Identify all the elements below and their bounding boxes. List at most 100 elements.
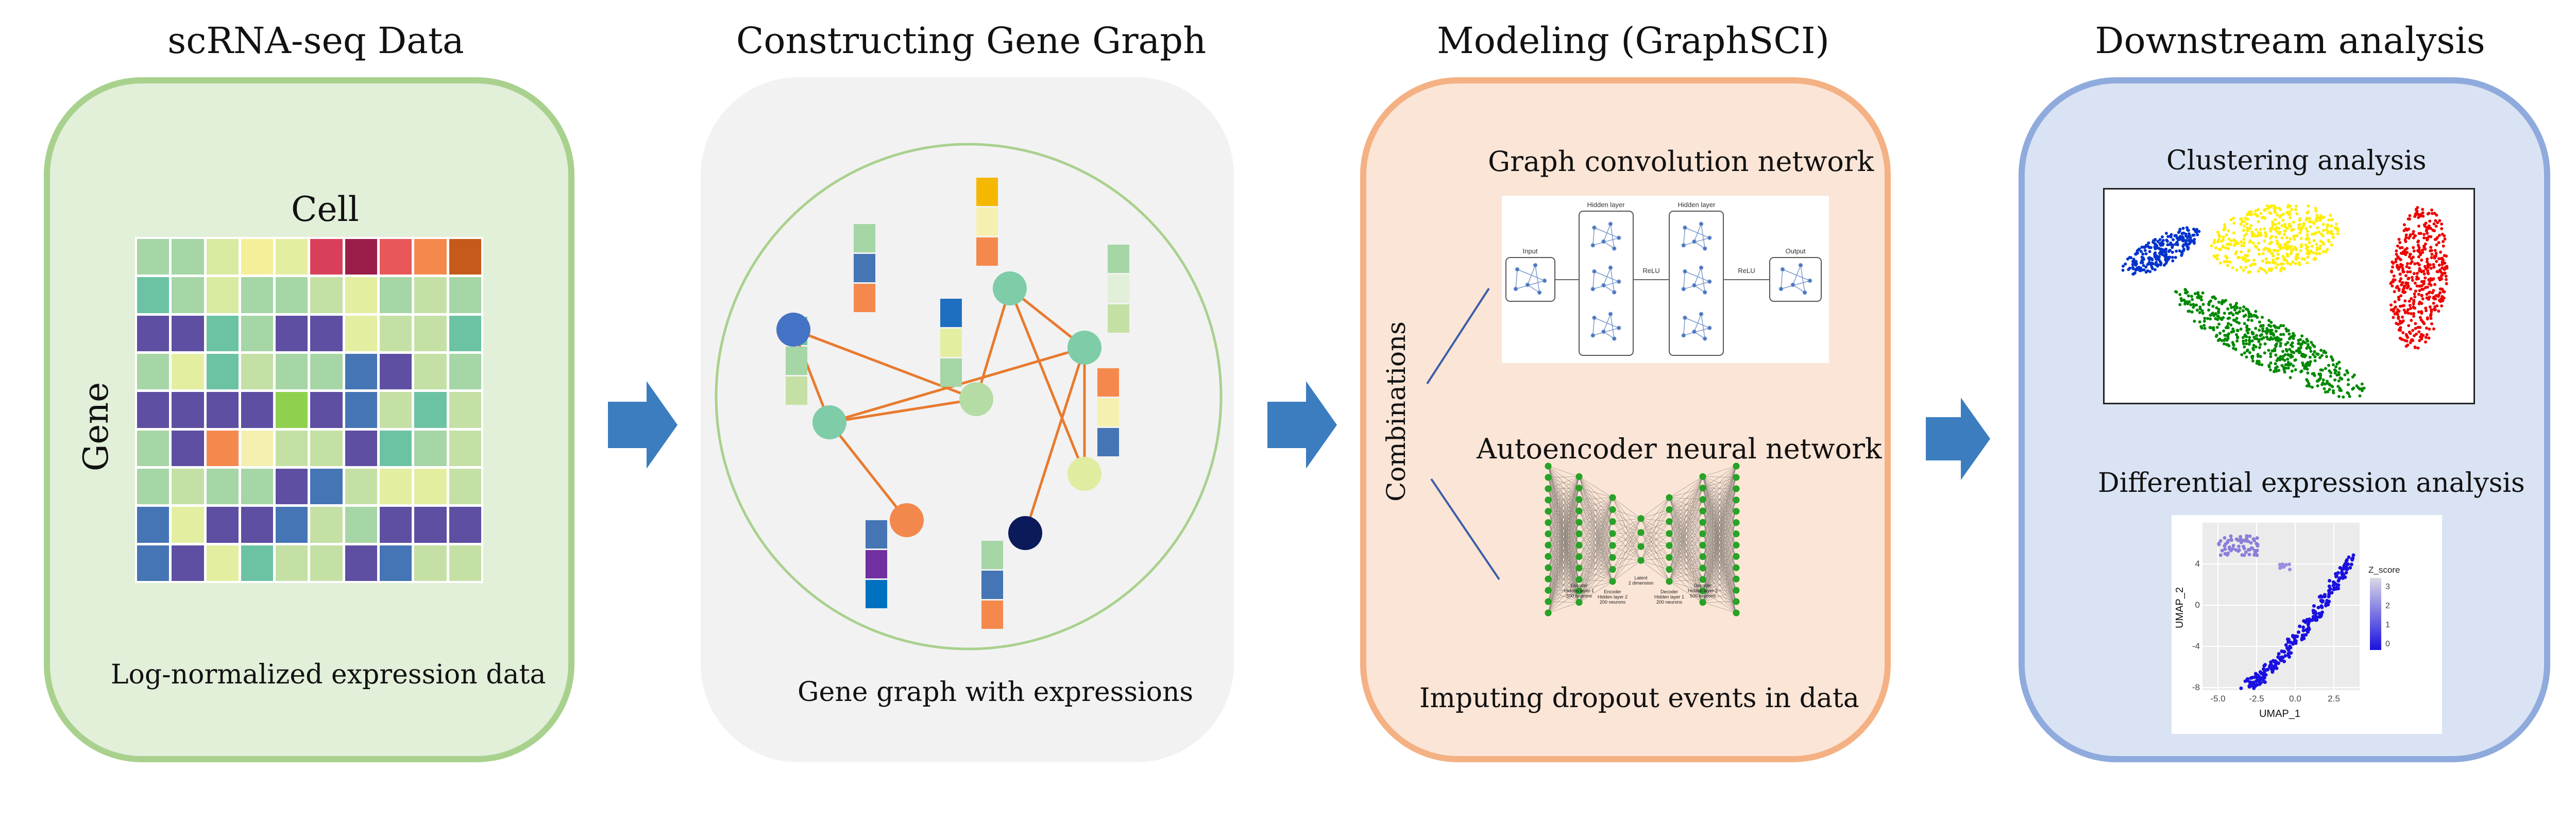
cluster-point xyxy=(2219,261,2222,265)
umap-legend-title: Z_score xyxy=(2368,565,2400,575)
matrix-cell xyxy=(345,239,378,275)
cluster-point xyxy=(2294,358,2297,362)
gcn-mini-edge xyxy=(1683,227,1686,246)
cluster-point xyxy=(2306,371,2310,375)
gcn-mini-edge xyxy=(1594,227,1619,238)
umap-point xyxy=(2331,580,2335,584)
ae-connection xyxy=(1669,499,1703,582)
ae-connection xyxy=(1702,466,1737,477)
cluster-point xyxy=(2284,327,2288,331)
ae-connection xyxy=(1669,521,1703,557)
cluster-point xyxy=(2171,246,2174,249)
cluster-point xyxy=(2210,244,2213,248)
umap-point xyxy=(2244,537,2248,541)
ae-connection xyxy=(1579,476,1613,534)
cluster-point xyxy=(2407,227,2411,231)
cluster-point xyxy=(2306,211,2309,215)
ae-connection xyxy=(1579,497,1613,569)
cluster-point xyxy=(2127,268,2130,271)
cluster-point xyxy=(2248,336,2251,339)
cluster-point xyxy=(2246,331,2250,335)
matrix-cell xyxy=(380,545,412,581)
umap-point xyxy=(2277,652,2281,656)
ae-connection xyxy=(1579,499,1613,534)
cluster-point xyxy=(2427,272,2430,276)
cluster-point xyxy=(2263,208,2266,212)
cluster-point xyxy=(2124,262,2127,266)
ae-connection xyxy=(1579,510,1613,522)
gcn-mini-edge xyxy=(1800,265,1805,293)
cluster-point xyxy=(2440,222,2444,226)
matrix-cell xyxy=(310,430,343,466)
ae-connection xyxy=(1669,476,1703,534)
cluster-point xyxy=(2193,303,2196,307)
ae-connection xyxy=(1702,466,1737,511)
cluster-point xyxy=(2261,259,2264,263)
cluster-point xyxy=(2412,272,2416,276)
cluster-point xyxy=(2291,350,2295,354)
ae-connection xyxy=(1579,509,1613,511)
cluster-point xyxy=(2276,249,2280,252)
ae-connection xyxy=(1612,518,1641,522)
cluster-point xyxy=(2259,212,2263,215)
cluster-point xyxy=(2234,239,2238,243)
cluster-point xyxy=(2212,241,2216,245)
cluster-point xyxy=(2273,324,2277,328)
cluster-point xyxy=(2440,304,2444,307)
cluster-point xyxy=(2402,309,2406,312)
ae-neuron xyxy=(1575,587,1583,594)
ae-connection xyxy=(1579,488,1613,534)
cluster-point xyxy=(2277,326,2281,330)
umap-point xyxy=(2262,671,2266,675)
clustering-scatter-plot xyxy=(2103,188,2475,404)
ae-connection xyxy=(1579,497,1613,500)
ae-connection xyxy=(1669,545,1703,580)
cluster-point xyxy=(2240,353,2244,356)
cluster-point xyxy=(2164,258,2167,261)
cluster-point xyxy=(2272,254,2275,258)
cluster-point xyxy=(2217,300,2221,304)
expression-bar-segment xyxy=(981,571,1003,599)
ae-connection xyxy=(1579,522,1613,558)
gcn-mini-node xyxy=(1702,336,1707,341)
graph-boundary-circle xyxy=(715,143,1223,650)
ae-connection xyxy=(1669,476,1703,570)
cluster-point xyxy=(2424,306,2428,310)
cluster-point xyxy=(2183,300,2187,303)
cluster-point xyxy=(2251,359,2255,363)
cluster-point xyxy=(2308,241,2311,245)
cluster-point xyxy=(2188,242,2191,246)
cluster-point xyxy=(2409,262,2413,265)
cluster-point xyxy=(2206,317,2210,320)
ae-neuron xyxy=(1609,494,1616,501)
umap-point xyxy=(2278,562,2282,567)
umap-point xyxy=(2312,604,2316,608)
cluster-point xyxy=(2281,357,2284,361)
gcn-mini-edge xyxy=(1701,314,1705,339)
cluster-point xyxy=(2174,243,2177,246)
cluster-point xyxy=(2132,272,2136,276)
cluster-point xyxy=(2190,295,2193,298)
cluster-point xyxy=(2153,245,2157,249)
gcn-mini-node xyxy=(1537,290,1542,295)
ae-connection xyxy=(1669,568,1703,570)
cluster-point xyxy=(2425,293,2429,296)
ae-connection xyxy=(1579,521,1613,603)
cluster-point xyxy=(2254,310,2258,313)
gcn-mini-node xyxy=(1681,243,1686,248)
ae-connection xyxy=(1669,510,1703,582)
cluster-point xyxy=(2271,220,2275,224)
umap-point xyxy=(2294,634,2298,638)
cluster-point xyxy=(2264,231,2267,234)
cluster-point xyxy=(2198,307,2202,311)
cluster-point xyxy=(2302,222,2306,226)
cluster-point xyxy=(2428,295,2431,299)
matrix-cell xyxy=(345,545,378,581)
ae-connection xyxy=(1669,521,1703,569)
cluster-point xyxy=(2134,252,2138,256)
cluster-point xyxy=(2321,234,2325,237)
ae-connection xyxy=(1669,521,1703,523)
ae-connection xyxy=(1669,497,1703,569)
umap-x-tick-3: 0.0 xyxy=(2289,694,2301,704)
umap-point xyxy=(2259,671,2263,675)
